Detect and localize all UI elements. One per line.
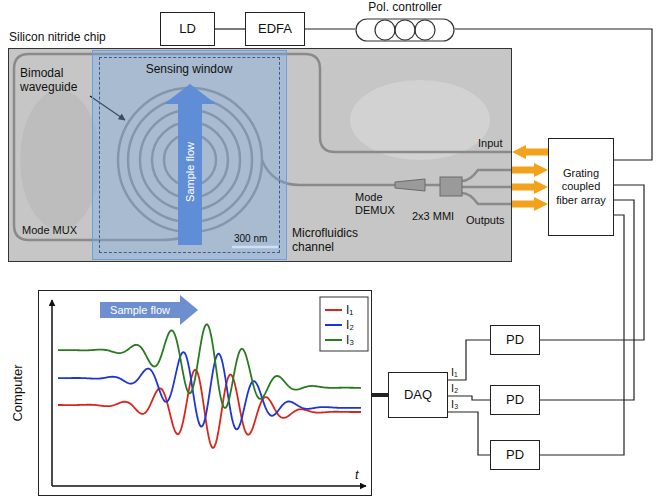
node-label: Silicon nitride chip <box>9 30 106 44</box>
fiber-array-box: Grating coupled fiber array <box>548 138 614 236</box>
chip-surface <box>8 48 512 262</box>
chip-texture <box>350 80 490 160</box>
photodetector-box: PD <box>490 440 540 470</box>
signal-trace <box>58 324 361 408</box>
chip-outline: Silicon nitride chipSensing window <box>8 48 512 262</box>
legend-label: I₂ <box>346 318 354 332</box>
signal-line <box>448 340 490 380</box>
flow-label: Sample flow <box>184 142 197 202</box>
light-arrow <box>526 149 548 156</box>
polarization-controller: Pol. controller <box>355 0 455 44</box>
amplifier-box: EDFA <box>245 12 305 46</box>
fiber-loop <box>395 20 415 40</box>
light-arrow <box>512 184 534 191</box>
node-label: Computer <box>10 364 25 421</box>
signal-trace <box>58 370 361 448</box>
polarization-coil <box>355 16 455 44</box>
x-axis <box>52 485 366 487</box>
photodetector-box: PD <box>490 385 540 415</box>
node-label: Grating coupled fiber array <box>553 167 609 207</box>
mode-demux <box>395 179 425 191</box>
legend-swatch <box>325 339 342 341</box>
fiber-loop <box>415 20 435 40</box>
port-label: Outputs <box>466 214 505 227</box>
data-bus <box>372 393 388 397</box>
legend-box <box>320 297 368 351</box>
signal-line <box>215 28 245 29</box>
signal-line <box>540 215 624 455</box>
laser-box: LD <box>160 12 215 46</box>
coil-housing <box>356 19 454 41</box>
node-label: Pol. controller <box>355 0 455 15</box>
sample-flow-arrow <box>100 295 198 325</box>
channel-label: Microfluidics channel <box>292 226 372 254</box>
part-label: Mode MUX <box>22 224 77 237</box>
legend-swatch <box>325 324 342 326</box>
node-label: Sensing window <box>93 51 286 76</box>
node-label: PD <box>506 332 524 348</box>
signal-name: I₃ <box>451 398 459 410</box>
signal-line <box>305 28 355 29</box>
part-label: Mode DEMUX <box>355 191 401 217</box>
daq-box: DAQ <box>388 372 448 418</box>
signal-name: I₂ <box>451 382 458 394</box>
flow-label: Sample flow <box>110 304 170 317</box>
photodetector-box: PD <box>490 325 540 355</box>
signal-name: I₁ <box>451 366 458 378</box>
node-label: PD <box>506 447 524 463</box>
light-arrow <box>512 167 534 174</box>
axis-label: t <box>355 467 359 482</box>
node-label: PD <box>506 392 524 408</box>
signal-trace <box>58 352 361 429</box>
y-axis <box>51 300 53 486</box>
node-label: EDFA <box>258 21 292 37</box>
legend-swatch <box>325 309 342 311</box>
legend-swatches <box>325 310 342 340</box>
output-waveguides <box>462 170 512 204</box>
node-label: DAQ <box>404 387 432 403</box>
fiber-loop <box>375 20 395 40</box>
computer-panel: Computer <box>38 290 372 496</box>
signal-curves <box>58 324 361 448</box>
waveguide-callout: Bimodal waveguide <box>20 66 92 94</box>
chip-texture <box>20 90 100 230</box>
part-label: 2x3 MMI <box>412 210 454 223</box>
node-label: LD <box>179 21 196 37</box>
port-label: Input <box>478 137 502 150</box>
mmi-block <box>440 177 462 196</box>
legend-label: I₃ <box>346 333 354 347</box>
legend-label: I₁ <box>346 303 353 317</box>
signal-line <box>448 412 490 455</box>
light-arrow <box>512 201 534 208</box>
scale-label: 300 nm <box>234 233 267 245</box>
